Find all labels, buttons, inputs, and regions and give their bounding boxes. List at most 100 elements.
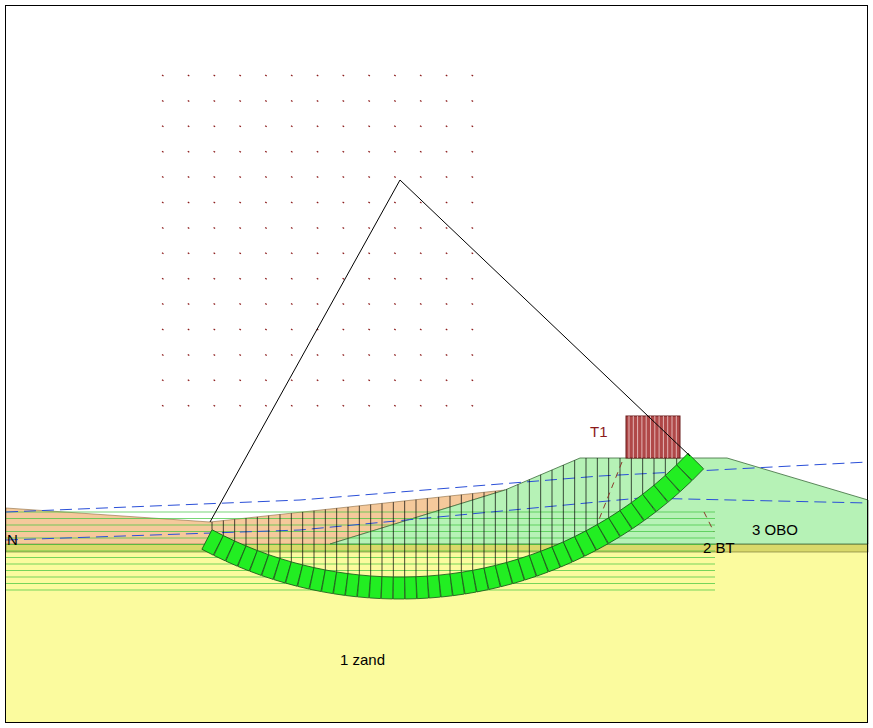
slice-line xyxy=(665,458,666,475)
slice-line xyxy=(438,497,439,575)
grid-point xyxy=(317,278,319,279)
slice-line xyxy=(302,512,303,565)
grid-point xyxy=(420,151,422,152)
layer-label: 1 zand xyxy=(340,652,385,667)
grid-point xyxy=(394,405,396,406)
grid-point xyxy=(214,329,216,330)
layer-line xyxy=(6,557,715,558)
grid-point xyxy=(420,253,422,254)
grid-point xyxy=(239,75,241,76)
grid-point xyxy=(239,177,241,178)
slice-base xyxy=(427,575,440,598)
slice-line xyxy=(654,458,655,485)
grid-point xyxy=(291,75,293,76)
slice-base xyxy=(357,575,370,598)
radius-lines xyxy=(210,180,690,522)
slice-line xyxy=(291,513,292,562)
sand-layer xyxy=(6,552,868,722)
grid-point xyxy=(420,278,422,279)
slice-base xyxy=(405,577,417,599)
grid-point xyxy=(162,75,164,76)
load-hatch-line xyxy=(629,416,630,458)
grid-point xyxy=(343,126,345,127)
grid-point xyxy=(214,100,216,101)
grid-point xyxy=(343,100,345,101)
slice-base xyxy=(416,576,429,599)
grid-point xyxy=(472,100,474,101)
layer-line xyxy=(6,544,715,545)
grid-point xyxy=(239,354,241,355)
grid-point xyxy=(188,278,190,279)
grid-point xyxy=(368,126,370,127)
grid-point xyxy=(420,100,422,101)
grid-point xyxy=(239,278,241,279)
grid-point xyxy=(368,75,370,76)
slip-slices xyxy=(202,453,704,599)
load-block xyxy=(626,416,680,458)
grid-point xyxy=(420,75,422,76)
grid-point xyxy=(472,253,474,254)
grid-point xyxy=(265,202,267,203)
grid-point xyxy=(265,380,267,381)
grid-point xyxy=(343,253,345,254)
load-hatch-line xyxy=(676,416,677,458)
grid-point xyxy=(291,151,293,152)
grid-point xyxy=(317,202,319,203)
grid-point xyxy=(265,151,267,152)
grid-point xyxy=(343,354,345,355)
grid-point xyxy=(472,151,474,152)
grid-point xyxy=(214,253,216,254)
slice-line xyxy=(427,498,428,576)
grid-point xyxy=(291,329,293,330)
grid-point xyxy=(446,151,448,152)
slice-line xyxy=(631,458,632,503)
load-hatch-line xyxy=(633,416,634,458)
grid-point xyxy=(291,177,293,178)
grid-point xyxy=(188,100,190,101)
grid-point xyxy=(394,75,396,76)
grid-point xyxy=(291,278,293,279)
grid-point xyxy=(162,329,164,330)
grid-point xyxy=(446,227,448,228)
grid-point xyxy=(317,354,319,355)
slice-line xyxy=(529,480,530,556)
grid-point xyxy=(162,227,164,228)
slice-line xyxy=(484,492,485,568)
layer-label: N xyxy=(7,532,18,547)
grid-point xyxy=(394,126,396,127)
grid-point xyxy=(394,278,396,279)
grid-point xyxy=(368,227,370,228)
slice-line xyxy=(382,503,383,576)
grid-point xyxy=(317,405,319,406)
slice-base xyxy=(369,576,382,599)
layer-label: 3 OBO xyxy=(752,522,798,537)
grid-point xyxy=(162,278,164,279)
grid-point xyxy=(188,151,190,152)
grid-point xyxy=(317,100,319,101)
grid-point xyxy=(317,151,319,152)
grid-point xyxy=(394,354,396,355)
grid-point xyxy=(472,278,474,279)
grid-point xyxy=(317,253,319,254)
grid-point xyxy=(420,202,422,203)
grid-point xyxy=(343,278,345,279)
grid-point xyxy=(368,329,370,330)
grid-point xyxy=(162,253,164,254)
grid-point xyxy=(214,227,216,228)
grid-point xyxy=(368,100,370,101)
grid-point xyxy=(394,202,396,203)
grid-point xyxy=(162,177,164,178)
grid-point xyxy=(317,227,319,228)
slice-base xyxy=(393,577,404,599)
grid-point xyxy=(343,405,345,406)
slice-line xyxy=(234,519,235,541)
grid-point xyxy=(343,304,345,305)
grid-point xyxy=(420,380,422,381)
slice-line xyxy=(563,465,564,542)
slice-line xyxy=(359,506,360,575)
grid-point xyxy=(291,380,293,381)
load-spread xyxy=(598,462,622,522)
grid-point xyxy=(214,177,216,178)
layer-line xyxy=(6,551,715,552)
grid-point xyxy=(394,151,396,152)
